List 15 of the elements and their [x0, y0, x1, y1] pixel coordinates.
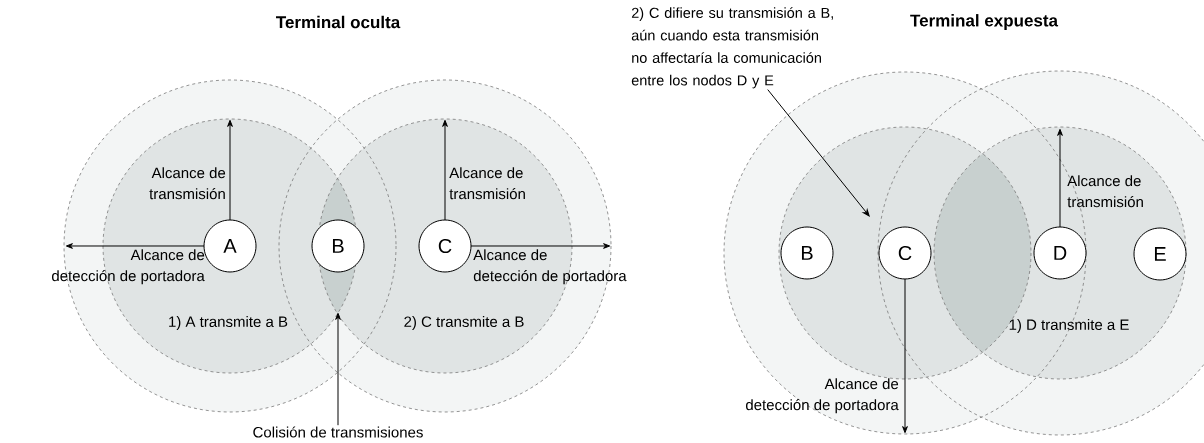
heading: Terminal oculta	[276, 15, 401, 29]
callout-text: 2) C difiere su transmisión a B, aún cuando esta transmisión no affectaría la comunicación entre los nodos D y E	[631, 7, 833, 89]
leader-arrow	[767, 89, 870, 217]
note-text: 2) C transmite a B	[404, 316, 524, 330]
range-label: Alcance de transmisión	[149, 167, 226, 200]
caption-text: Colisión de transmisiones	[253, 426, 423, 438]
heading: Terminal expuesta	[910, 14, 1059, 30]
range-label: Alcance de transmisión	[1067, 175, 1143, 208]
leader-arrow	[335, 312, 341, 426]
note-text: 1) A transmite a B	[169, 316, 288, 330]
range-label: Alcance de detección de portadora	[473, 249, 627, 285]
note-text: 1) D transmite a E	[1009, 319, 1129, 333]
range-label: Alcance de detección de portadora	[52, 249, 205, 285]
range-label: Alcance de detección de portadora	[746, 378, 899, 414]
range-label: Alcance de transmisión	[449, 167, 525, 200]
